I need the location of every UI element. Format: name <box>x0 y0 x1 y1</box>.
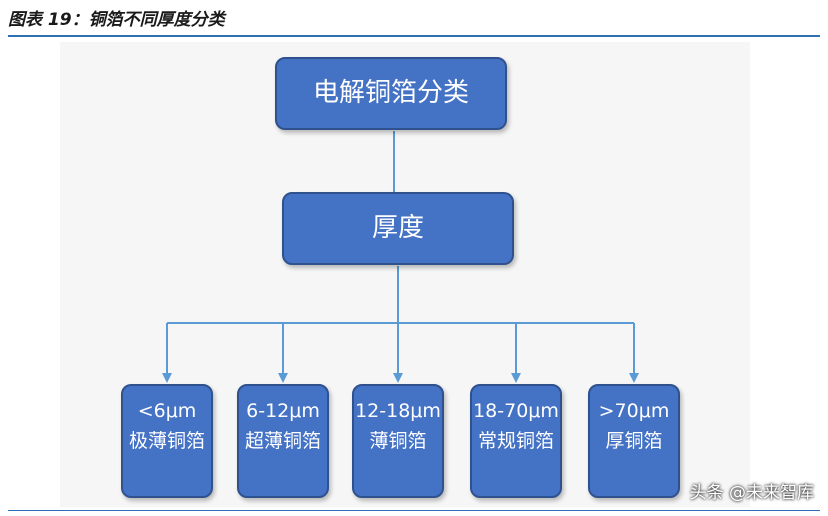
leaf-range: 18-70μm <box>473 400 559 422</box>
thickness-node: 厚度 <box>282 192 514 265</box>
leaf-name: 极薄铜箔 <box>129 430 206 452</box>
watermark: 头条 @未来智库 <box>689 483 814 503</box>
leaf-name: 超薄铜箔 <box>245 430 322 452</box>
title-rule <box>8 35 820 37</box>
leaf-name: 薄铜箔 <box>369 430 427 452</box>
root-node: 电解铜箔分类 <box>275 57 507 130</box>
leaf-node-ultra-thin: 6-12μm 超薄铜箔 <box>237 384 329 498</box>
leaf-node-ultra-thin-extreme: <6μm 极薄铜箔 <box>121 384 213 498</box>
figure-title: 图表 19：铜箔不同厚度分类 <box>8 10 225 30</box>
leaf-node-thin: 12-18μm 薄铜箔 <box>352 384 444 498</box>
leaf-node-regular: 18-70μm 常规铜箔 <box>470 384 562 498</box>
leaf-range: 6-12μm <box>246 400 320 422</box>
leaf-range: >70μm <box>598 400 670 422</box>
leaf-range: 12-18μm <box>355 400 441 422</box>
bottom-rule <box>8 510 820 511</box>
leaf-range: <6μm <box>137 400 197 422</box>
leaf-name: 厚铜箔 <box>605 430 663 452</box>
leaf-name: 常规铜箔 <box>478 430 555 452</box>
leaf-node-thick: >70μm 厚铜箔 <box>588 384 680 498</box>
